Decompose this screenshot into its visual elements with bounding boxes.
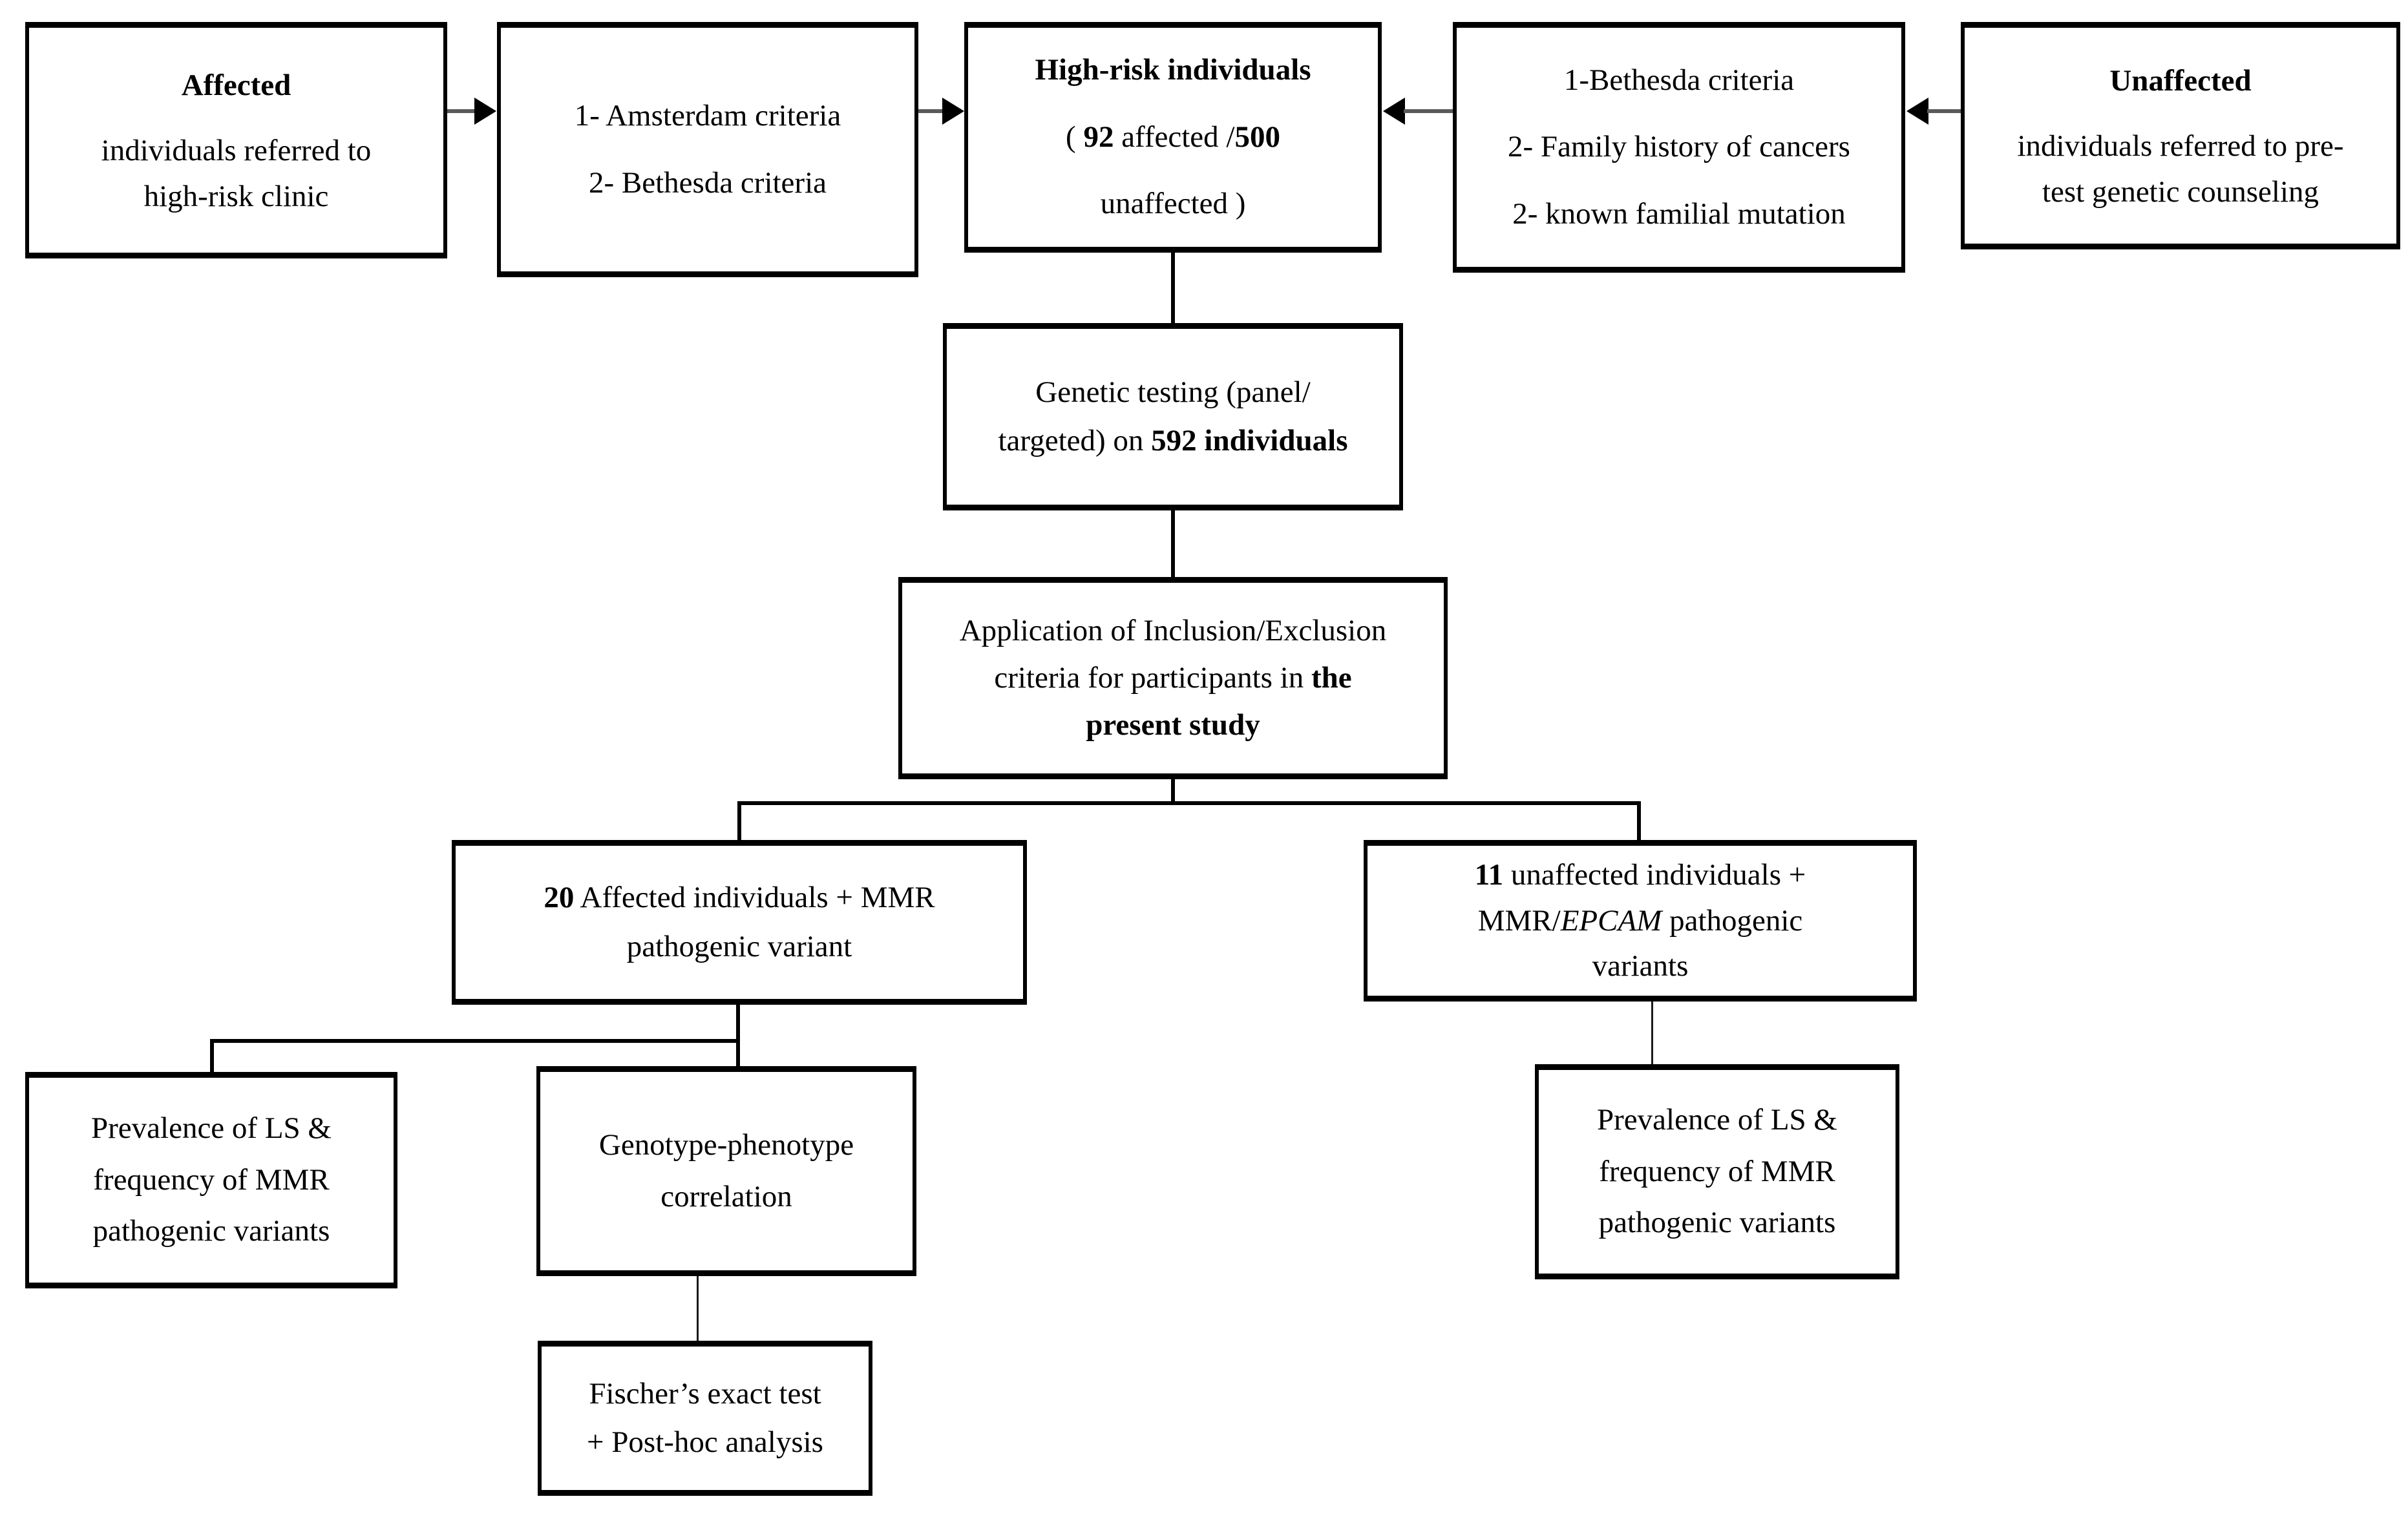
- connector-bar-to-genotype: [736, 1039, 740, 1066]
- unaffected-body: individuals referred to pre- test geneti…: [2017, 123, 2343, 215]
- high-risk-counts: ( 92 affected /500: [1066, 120, 1280, 154]
- genotype-phenotype-line2: correlation: [660, 1179, 792, 1213]
- unaffected-mmr-line2: MMR/EPCAM pathogenic: [1477, 903, 1803, 938]
- prevalence-right-line3: pathogenic variants: [1598, 1206, 1836, 1240]
- connector-genotype-to-fischer: [697, 1276, 699, 1341]
- unaffected-heading: Unaffected: [2109, 63, 2252, 98]
- prevalence-left-line2: frequency of MMR: [93, 1162, 330, 1197]
- connector-highrisk-to-genetic: [1171, 253, 1175, 323]
- node-unaffected-referral: Unaffected individuals referred to pre- …: [1961, 22, 2400, 249]
- fischer-line2: + Post-hoc analysis: [587, 1425, 823, 1459]
- connector-split-to-unaffected-mmr: [1637, 801, 1641, 840]
- prevalence-right-line1: Prevalence of LS &: [1597, 1102, 1837, 1137]
- node-genetic-testing: Genetic testing (panel/ targeted) on 592…: [943, 323, 1403, 510]
- count-affected-carriers: 20: [544, 881, 575, 915]
- affected-body-line1: individuals referred to: [101, 134, 372, 168]
- epcam-gene: EPCAM: [1560, 903, 1662, 938]
- inclusion-line3: present study: [1086, 708, 1260, 742]
- inclusion-line2: criteria for participants in the: [994, 661, 1352, 695]
- node-affected-referral: Affected individuals referred to high-ri…: [25, 22, 447, 258]
- unaffected-mmr-line3: variants: [1592, 949, 1689, 983]
- count-unaffected-carriers: 11: [1474, 858, 1504, 892]
- criteria-affected-line1: 1- Amsterdam criteria: [574, 99, 841, 133]
- affected-mmr-line2: pathogenic variant: [626, 929, 852, 963]
- connector-unaffected-to-criteria2-shaft: [1927, 109, 1961, 113]
- arrow-left-icon: [1383, 98, 1405, 125]
- inclusion-line1: Application of Inclusion/Exclusion: [959, 614, 1387, 648]
- count-tested: 592 individuals: [1151, 424, 1348, 457]
- fischer-line1: Fischer’s exact test: [589, 1376, 821, 1411]
- genetic-testing-line2: targeted) on 592 individuals: [998, 424, 1348, 457]
- connector-unaffected-mmr-to-prevalence-right: [1651, 1002, 1653, 1064]
- node-criteria-affected: 1- Amsterdam criteria 2- Bethesda criter…: [497, 22, 918, 277]
- criteria-unaffected-line3: 2- known familial mutation: [1512, 196, 1846, 231]
- criteria-unaffected-line1: 1-Bethesda criteria: [1563, 63, 1795, 97]
- connector-split-to-affected-mmr: [737, 801, 741, 840]
- node-prevalence-right: Prevalence of LS & frequency of MMR path…: [1535, 1064, 1899, 1279]
- node-high-risk-individuals: High-risk individuals ( 92 affected /500…: [964, 22, 1382, 253]
- connector-affected-to-criteria-shaft: [447, 109, 477, 113]
- node-inclusion-exclusion: Application of Inclusion/Exclusion crite…: [898, 577, 1448, 779]
- connector-affected-mmr-stem: [736, 1005, 740, 1042]
- arrow-right-icon: [942, 98, 964, 125]
- connector-affected-mmr-bar: [210, 1039, 740, 1043]
- connector-inclusion-split-stem: [1171, 779, 1175, 805]
- count-total: 500: [1234, 120, 1280, 154]
- node-fischer-test: Fischer’s exact test + Post-hoc analysis: [538, 1341, 872, 1496]
- genetic-testing-line1: Genetic testing (panel/: [1035, 375, 1311, 409]
- affected-body-line2: high-risk clinic: [143, 179, 329, 213]
- node-prevalence-left: Prevalence of LS & frequency of MMR path…: [25, 1072, 397, 1288]
- unaffected-mmr-line1: 11 unaffected individuals +: [1474, 858, 1806, 892]
- criteria-affected-line2: 2- Bethesda criteria: [589, 165, 827, 200]
- count-affected: 92: [1083, 120, 1114, 154]
- genotype-phenotype-line1: Genotype-phenotype: [598, 1128, 854, 1162]
- arrow-left-icon: [1906, 98, 1928, 125]
- connector-criteria2-to-highrisk-shaft: [1404, 109, 1453, 113]
- connector-bar-to-prevalence-left: [210, 1039, 214, 1072]
- node-unaffected-mmr-carriers: 11 unaffected individuals + MMR/EPCAM pa…: [1364, 840, 1917, 1002]
- unaffected-body-line1: individuals referred to pre-: [2017, 129, 2344, 163]
- affected-mmr-line1: 20 Affected individuals + MMR: [544, 881, 935, 915]
- connector-inclusion-split-bar: [737, 801, 1641, 805]
- unaffected-body-line2: test genetic counseling: [2042, 174, 2319, 209]
- criteria-unaffected-line2: 2- Family history of cancers: [1508, 130, 1850, 164]
- connector-criteria-to-highrisk-shaft: [918, 109, 945, 113]
- prevalence-left-line1: Prevalence of LS &: [91, 1111, 332, 1145]
- node-genotype-phenotype: Genotype-phenotype correlation: [536, 1066, 916, 1276]
- high-risk-line3: unaffected ): [1100, 187, 1246, 221]
- affected-body: individuals referred to high-risk clinic: [101, 128, 372, 219]
- affected-heading: Affected: [181, 68, 291, 102]
- node-affected-mmr-carriers: 20 Affected individuals + MMR pathogenic…: [452, 840, 1027, 1005]
- arrow-right-icon: [474, 98, 496, 125]
- high-risk-heading: High-risk individuals: [1035, 53, 1311, 87]
- prevalence-left-line3: pathogenic variants: [92, 1214, 330, 1248]
- connector-genetic-to-inclusion: [1171, 510, 1175, 577]
- node-criteria-unaffected: 1-Bethesda criteria 2- Family history of…: [1453, 22, 1905, 273]
- prevalence-right-line2: frequency of MMR: [1599, 1154, 1835, 1188]
